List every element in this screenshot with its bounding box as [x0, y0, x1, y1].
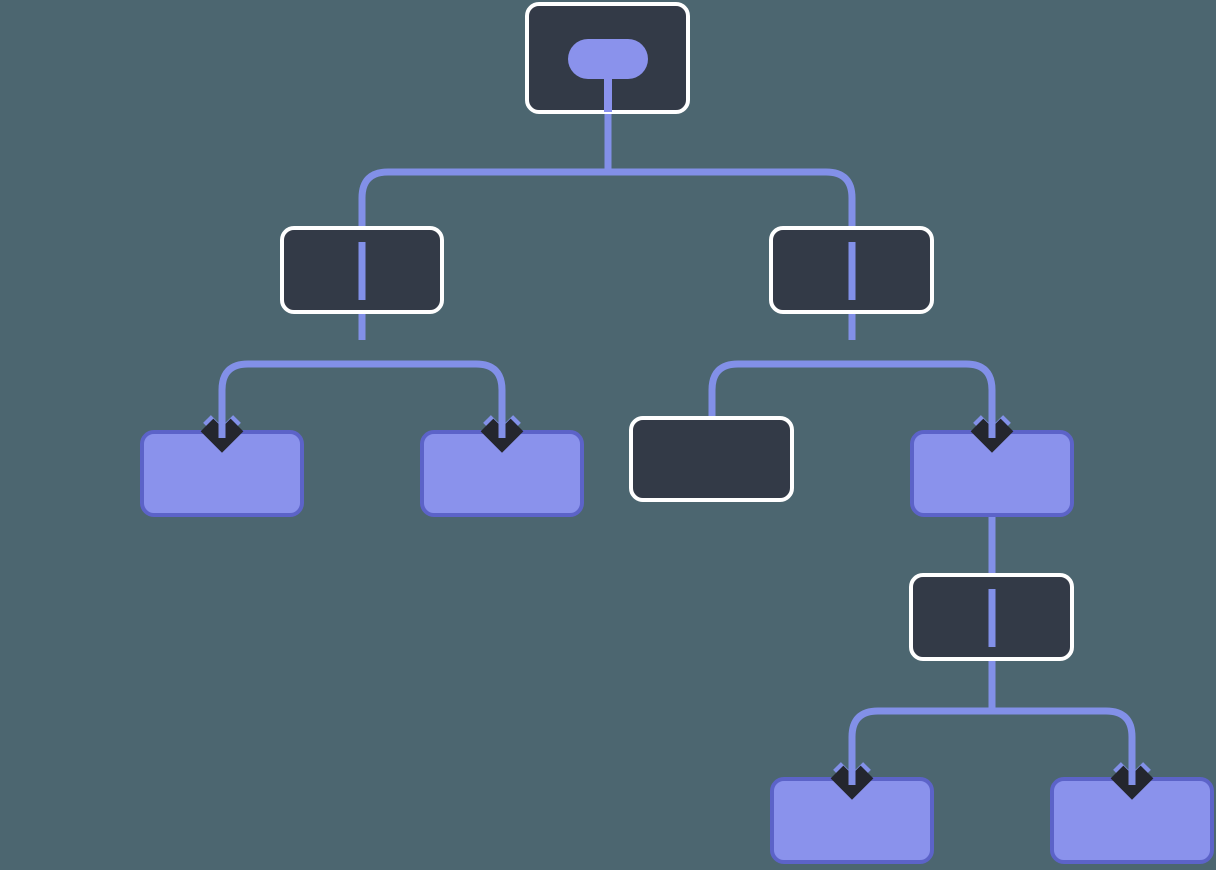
root-glyph-stem — [604, 72, 612, 112]
arrowhead-leaf-a — [200, 418, 244, 453]
arrowhead-leaf-b — [480, 418, 524, 453]
edge-level2-right-to-dark-node — [708, 360, 852, 418]
inner-edge-segments-layer — [358, 242, 996, 647]
edges-layer — [218, 58, 1136, 781]
edge-level2-left-to-leaf-a — [218, 360, 362, 434]
arrowhead-leaf-left — [830, 765, 874, 800]
arrowhead-branch-node — [970, 418, 1014, 453]
edge-level4-to-leaf-right — [992, 707, 1136, 781]
pill-with-stem-glyph — [568, 39, 648, 79]
arrowhead-leaf-right — [1110, 765, 1154, 800]
level3-dark-node[interactable] — [629, 416, 794, 502]
node-glyphs-layer — [568, 39, 648, 112]
edge-root-to-level2-left — [358, 168, 608, 340]
edge-root-to-level2-right — [608, 168, 856, 340]
arrowheads-layer — [200, 411, 1154, 800]
edge-level2-left-to-leaf-b — [362, 360, 506, 434]
edge-level2-right-to-branch-node — [852, 360, 996, 434]
edge-level4-to-leaf-left — [848, 707, 992, 781]
